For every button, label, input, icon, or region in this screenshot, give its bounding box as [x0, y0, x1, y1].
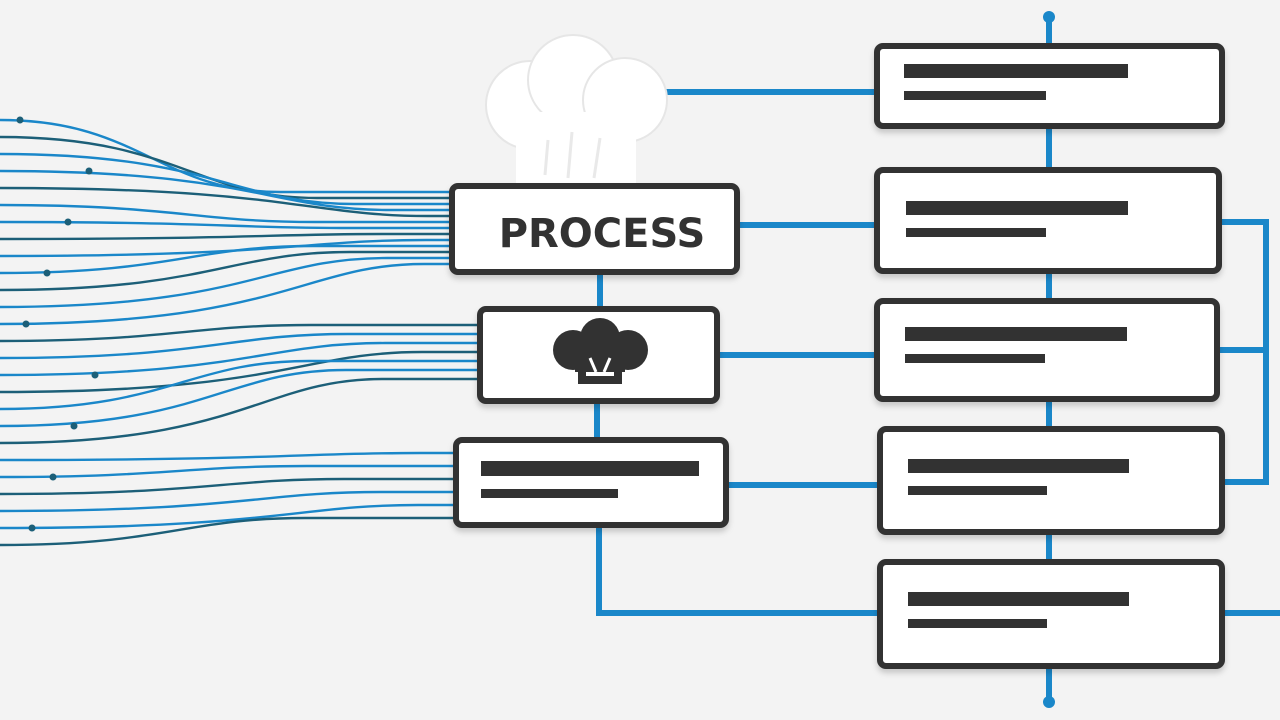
- text-bar-long: [481, 461, 699, 476]
- text-bar-short: [481, 489, 618, 498]
- input-line: [0, 232, 452, 241]
- process-box: PROCESS: [449, 183, 740, 275]
- bar-box-right-1: [874, 43, 1225, 129]
- input-line: [0, 262, 452, 326]
- text-bar-long: [908, 459, 1129, 473]
- bar-box-right-2: [874, 167, 1222, 274]
- bar-box-left: [453, 437, 729, 528]
- process-label: PROCESS: [499, 211, 706, 257]
- input-line: [0, 238, 452, 258]
- text-bar-short: [905, 354, 1045, 363]
- input-line: [0, 169, 452, 212]
- text-bar-short: [908, 619, 1047, 628]
- input-line: [0, 323, 482, 343]
- input-line: [0, 359, 482, 411]
- input-line-node: [28, 524, 36, 532]
- input-line: [0, 186, 452, 218]
- input-line: [0, 516, 456, 547]
- input-line: [0, 377, 482, 445]
- text-bar-long: [904, 64, 1128, 78]
- input-line: [0, 464, 456, 479]
- input-line: [0, 503, 456, 530]
- input-line: [0, 490, 456, 513]
- input-line: [0, 368, 482, 428]
- input-line: [0, 256, 452, 309]
- input-line-node: [22, 320, 30, 328]
- chef-hat-icon: [553, 318, 648, 384]
- spine-bottom-dot: [1043, 696, 1055, 708]
- input-line: [0, 451, 456, 462]
- input-line-node: [43, 269, 51, 277]
- input-line: [0, 203, 452, 224]
- input-line-node: [16, 116, 24, 124]
- bar-box-right-4: [877, 426, 1225, 535]
- center-spine-3: [596, 526, 880, 616]
- input-line: [0, 220, 452, 230]
- input-line-node: [64, 218, 72, 226]
- input-line: [0, 135, 452, 200]
- input-line: [0, 250, 452, 292]
- input-line: [0, 350, 482, 394]
- input-line: [0, 477, 456, 496]
- input-line-node: [70, 422, 78, 430]
- input-line-node: [85, 167, 93, 175]
- text-bar-short: [904, 91, 1046, 100]
- chef-hat-icon: [485, 34, 668, 190]
- text-bar-short: [906, 228, 1046, 237]
- text-bar-long: [908, 592, 1129, 606]
- input-line: [0, 244, 452, 275]
- bar-box-right-3: [874, 298, 1220, 402]
- text-bar-short: [908, 486, 1047, 495]
- text-bar-long: [905, 327, 1127, 341]
- input-line: [0, 332, 482, 360]
- input-line-node: [91, 371, 99, 379]
- chef-hat-box: [477, 306, 720, 404]
- input-line: [0, 152, 452, 206]
- spine-top-dot: [1043, 11, 1055, 23]
- bar-box-right-5: [877, 559, 1225, 669]
- text-bar-long: [906, 201, 1128, 215]
- input-lines: [0, 116, 482, 547]
- input-line-node: [49, 473, 57, 481]
